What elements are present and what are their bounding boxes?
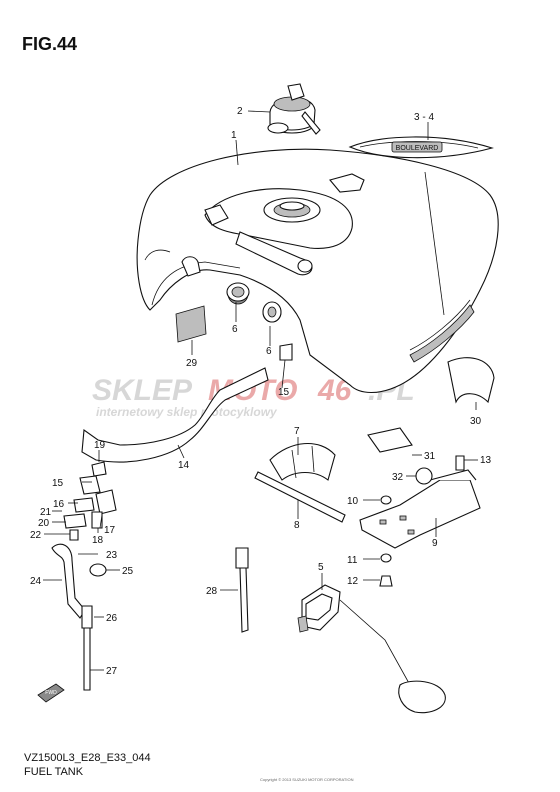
part-10-12-hardware	[379, 495, 393, 587]
callout-11: 11	[347, 555, 358, 566]
part-30-cushion	[447, 357, 495, 404]
part-9-bracket	[359, 469, 481, 549]
callout-27: 27	[106, 666, 118, 677]
callout-9: 9	[432, 538, 438, 549]
part-31-damper	[367, 427, 413, 453]
callout-28: 28	[206, 586, 218, 597]
part-23-27-hoses	[51, 543, 107, 691]
part-6-grommets	[226, 282, 293, 361]
callout-5: 5	[318, 562, 324, 573]
callout-17: 17	[104, 525, 116, 536]
callout-25: 25	[122, 566, 134, 577]
part-5-fuel-gauge	[297, 584, 446, 714]
part-7-cushion	[269, 443, 336, 481]
callout-labels: 1 2 3 - 4 5 6 6 7 8 9 10 11 12 13 14 15 …	[30, 106, 492, 677]
callout-12: 12	[347, 576, 359, 587]
watermark-brand-1: SKLEP	[92, 374, 193, 407]
callout-32: 32	[392, 472, 404, 483]
diagram-name: FUEL TANK	[24, 766, 84, 778]
watermark-tagline: internetowy sklep motocyklowy	[96, 405, 278, 419]
callout-7: 7	[294, 426, 300, 437]
callout-10: 10	[347, 496, 359, 507]
callout-23: 23	[106, 550, 118, 561]
callout-20: 20	[38, 518, 50, 529]
diagram-code: VZ1500L3_E28_E33_044	[24, 752, 151, 764]
callout-21: 21	[40, 507, 52, 518]
part-28-clamp	[235, 547, 249, 633]
callout-14: 14	[178, 460, 190, 471]
part-8-strap	[254, 471, 346, 523]
callout-29: 29	[186, 358, 198, 369]
callout-30: 30	[470, 416, 482, 427]
callout-16: 16	[53, 499, 65, 510]
part-14-fuel-hose	[81, 367, 269, 463]
callout-2: 2	[237, 106, 243, 117]
part-29-label	[175, 305, 207, 343]
callout-31: 31	[424, 451, 436, 462]
forward-text: FWD	[45, 690, 57, 696]
callout-15a: 15	[278, 387, 290, 398]
callout-8: 8	[294, 520, 300, 531]
callout-22: 22	[30, 530, 42, 541]
copyright-notice: Copyright © 2013 SUZUKI MOTOR CORPORATIO…	[260, 777, 354, 782]
callout-13: 13	[480, 455, 492, 466]
callout-1: 1	[231, 130, 237, 141]
part-3-4-emblem: BOULEVARD	[348, 136, 494, 159]
callout-6b: 6	[266, 346, 272, 357]
callout-19: 19	[94, 440, 106, 451]
emblem-text: BOULEVARD	[396, 145, 439, 152]
callout-18: 18	[92, 535, 104, 546]
part-1-fuel-tank	[136, 148, 499, 394]
forward-direction-badge: FWD	[37, 683, 65, 703]
part-2-fuel-cap	[267, 83, 321, 135]
callout-24: 24	[30, 576, 42, 587]
part-32-cushion	[415, 467, 433, 485]
callout-26: 26	[106, 613, 118, 624]
callout-6a: 6	[232, 324, 238, 335]
part-13-screw	[455, 455, 465, 471]
callout-15b: 15	[52, 478, 64, 489]
callout-3-4: 3 - 4	[414, 112, 434, 123]
leader-lines	[43, 110, 478, 671]
part-15-22-valve-assembly	[63, 461, 117, 541]
figure-title: FIG.44	[22, 34, 78, 54]
